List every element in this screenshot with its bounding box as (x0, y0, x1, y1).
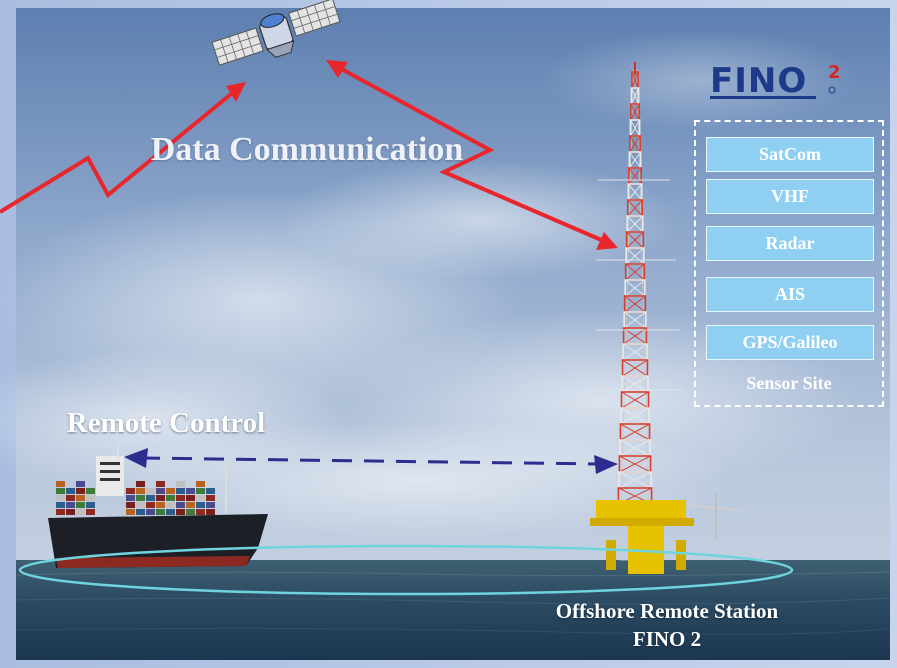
sensor-range-ring (18, 544, 794, 596)
satellite-link-arrows (0, 60, 618, 250)
sensor-ais: AIS (706, 277, 874, 312)
satellite-icon (211, 0, 341, 66)
sensor-gps-galileo: GPS/Galileo (706, 325, 874, 360)
sensor-site-panel: SatCom VHF Radar AIS GPS/Galileo Sensor … (694, 120, 884, 407)
sensor-vhf: VHF (706, 179, 874, 214)
remote-control-label: Remote Control (66, 407, 266, 439)
remote-control-arrow (124, 448, 618, 474)
fino-logo: FINO 2 (710, 61, 841, 101)
offshore-station-label: Offshore Remote Station FINO 2 (555, 599, 779, 651)
satellite-to-tower-arrow (335, 64, 607, 244)
sensor-site-title: Sensor Site (746, 373, 832, 393)
sensor-radar: Radar (706, 226, 874, 261)
data-communication-label: Data Communication (150, 131, 464, 168)
fino-logo-text: FINO (710, 61, 807, 101)
satellite-to-ship-arrow (0, 88, 238, 214)
fino-logo-superscript: 2 (828, 62, 841, 83)
sensor-satcom: SatCom (706, 137, 874, 172)
